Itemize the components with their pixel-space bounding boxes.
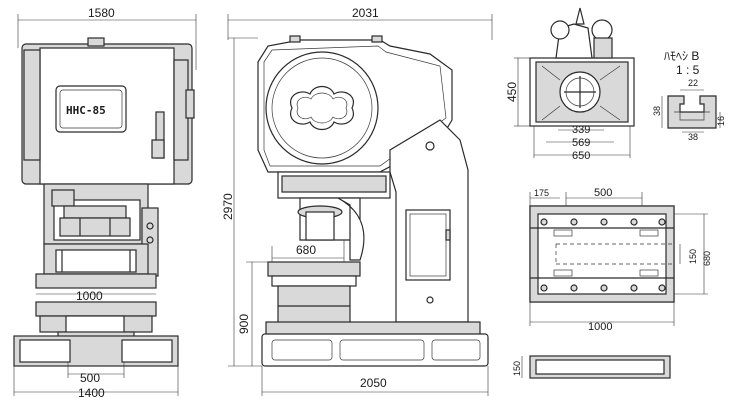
top-view: 450 339 569 650	[505, 7, 635, 162]
bolster-dim-175: 175	[534, 188, 549, 198]
front-table-label: 1000	[76, 289, 103, 303]
slot-detail-scale: 1 : 5	[676, 63, 700, 77]
slot-detail-title: ﾊﾓﾍｼ B	[664, 49, 699, 63]
side-depth-label: 2031	[352, 6, 379, 20]
side-view: 2031 2970 680	[221, 6, 493, 396]
bolster-dim-150: 150	[688, 249, 698, 264]
nameplate-text: HHC-85	[66, 104, 106, 117]
side-table-label: 680	[296, 243, 316, 257]
bolster-dim-1000: 1000	[588, 321, 612, 333]
side-base-label: 2050	[360, 376, 387, 390]
top-height-label: 450	[505, 82, 519, 102]
bolster-thickness-label: 150	[512, 361, 522, 376]
top-dim-339: 339	[572, 124, 590, 136]
front-width-label: 1580	[88, 6, 115, 20]
slot-dim-16: 16	[716, 116, 726, 126]
bolster-holes	[540, 218, 666, 292]
bolster-dim-680: 680	[702, 251, 712, 266]
front-bolster-label: 500	[80, 371, 100, 385]
front-view: 1580 HHC-85 1000	[13, 6, 197, 400]
slot-dim-22: 22	[688, 78, 698, 88]
side-table-height-label: 900	[237, 314, 251, 334]
side-height-label: 2970	[221, 193, 235, 220]
top-dim-569: 569	[572, 137, 590, 149]
top-dim-650: 650	[572, 150, 590, 162]
front-base-label: 1400	[78, 386, 105, 400]
slot-dim-38-bottom: 38	[688, 132, 698, 142]
slot-detail: ﾊﾓﾍｼ B 1 : 5 22 38 38 16	[652, 49, 726, 142]
slot-dim-38-left: 38	[652, 106, 662, 116]
bolster-dim-500: 500	[594, 187, 612, 199]
bolster-view: 175 500 150	[512, 187, 712, 379]
